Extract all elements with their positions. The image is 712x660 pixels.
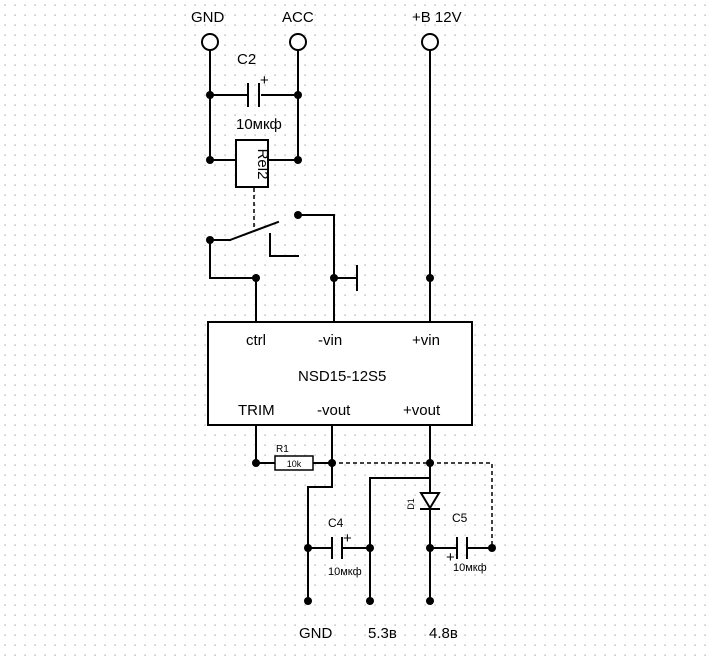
relay-coil-rel2[interactable]: Rel2 <box>235 139 271 188</box>
c2-name: C2 <box>237 51 256 68</box>
c2-value: 10мкф <box>236 116 282 133</box>
relay-switch[interactable] <box>206 211 358 323</box>
output-gnd-label: GND <box>299 625 333 642</box>
c2-polarity: + <box>260 72 269 89</box>
wires-coil-block <box>209 49 299 161</box>
c4-name: C4 <box>328 516 344 530</box>
terminal-plus-12v[interactable]: +B 12V <box>412 9 462 51</box>
c5-value: 10мкф <box>453 562 487 574</box>
output-terminal-gnd[interactable]: GND <box>299 597 333 642</box>
capacitor-c4[interactable]: + C4 10мкф <box>328 516 362 578</box>
c4-value: 10мкф <box>328 566 362 578</box>
r1-name: R1 <box>276 444 289 455</box>
d1-name: D1 <box>406 498 416 510</box>
pin-plus-vin-label: +vin <box>412 332 440 349</box>
capacitor-c2[interactable]: + C2 10мкф <box>236 51 282 133</box>
terminal-acc[interactable]: ACC <box>282 9 314 51</box>
wire-plus-12v <box>426 49 434 323</box>
pin-trim-label: TRIM <box>238 402 275 419</box>
pin-minus-vin-label: -vin <box>318 332 342 349</box>
terminal-plus-12v-label: +B 12V <box>412 9 462 26</box>
diode-d1[interactable]: D1 <box>406 492 441 510</box>
pin-plus-vout-label: +vout <box>403 402 441 419</box>
junction-dots-output <box>252 459 496 552</box>
output-5v3-label: 5.3в <box>368 625 397 642</box>
output-4v8-label: 4.8в <box>429 625 458 642</box>
output-terminal-4v8[interactable]: 4.8в <box>426 597 458 642</box>
output-terminal-5v3[interactable]: 5.3в <box>366 597 397 642</box>
capacitor-c5[interactable]: + C5 10мкф <box>446 511 487 574</box>
junction-dots-coil <box>206 91 302 164</box>
module-name: NSD15-12S5 <box>298 368 386 385</box>
terminal-acc-label: ACC <box>282 9 314 26</box>
terminal-gnd-top-label: GND <box>191 9 225 26</box>
c4-polarity: + <box>343 530 352 547</box>
module-nsd15-12s5[interactable]: ctrl -vin +vin NSD15-12S5 TRIM -vout +vo… <box>207 321 473 426</box>
wires-output <box>255 424 493 601</box>
terminal-gnd-top[interactable]: GND <box>191 9 225 51</box>
pin-minus-vout-label: -vout <box>317 402 351 419</box>
r1-value: 10k <box>287 459 302 469</box>
c5-polarity: + <box>446 549 455 566</box>
resistor-r1[interactable]: 10k R1 <box>274 444 314 471</box>
relay-name: Rel2 <box>254 149 271 180</box>
pin-ctrl-label: ctrl <box>246 332 266 349</box>
c5-name: C5 <box>452 511 468 525</box>
